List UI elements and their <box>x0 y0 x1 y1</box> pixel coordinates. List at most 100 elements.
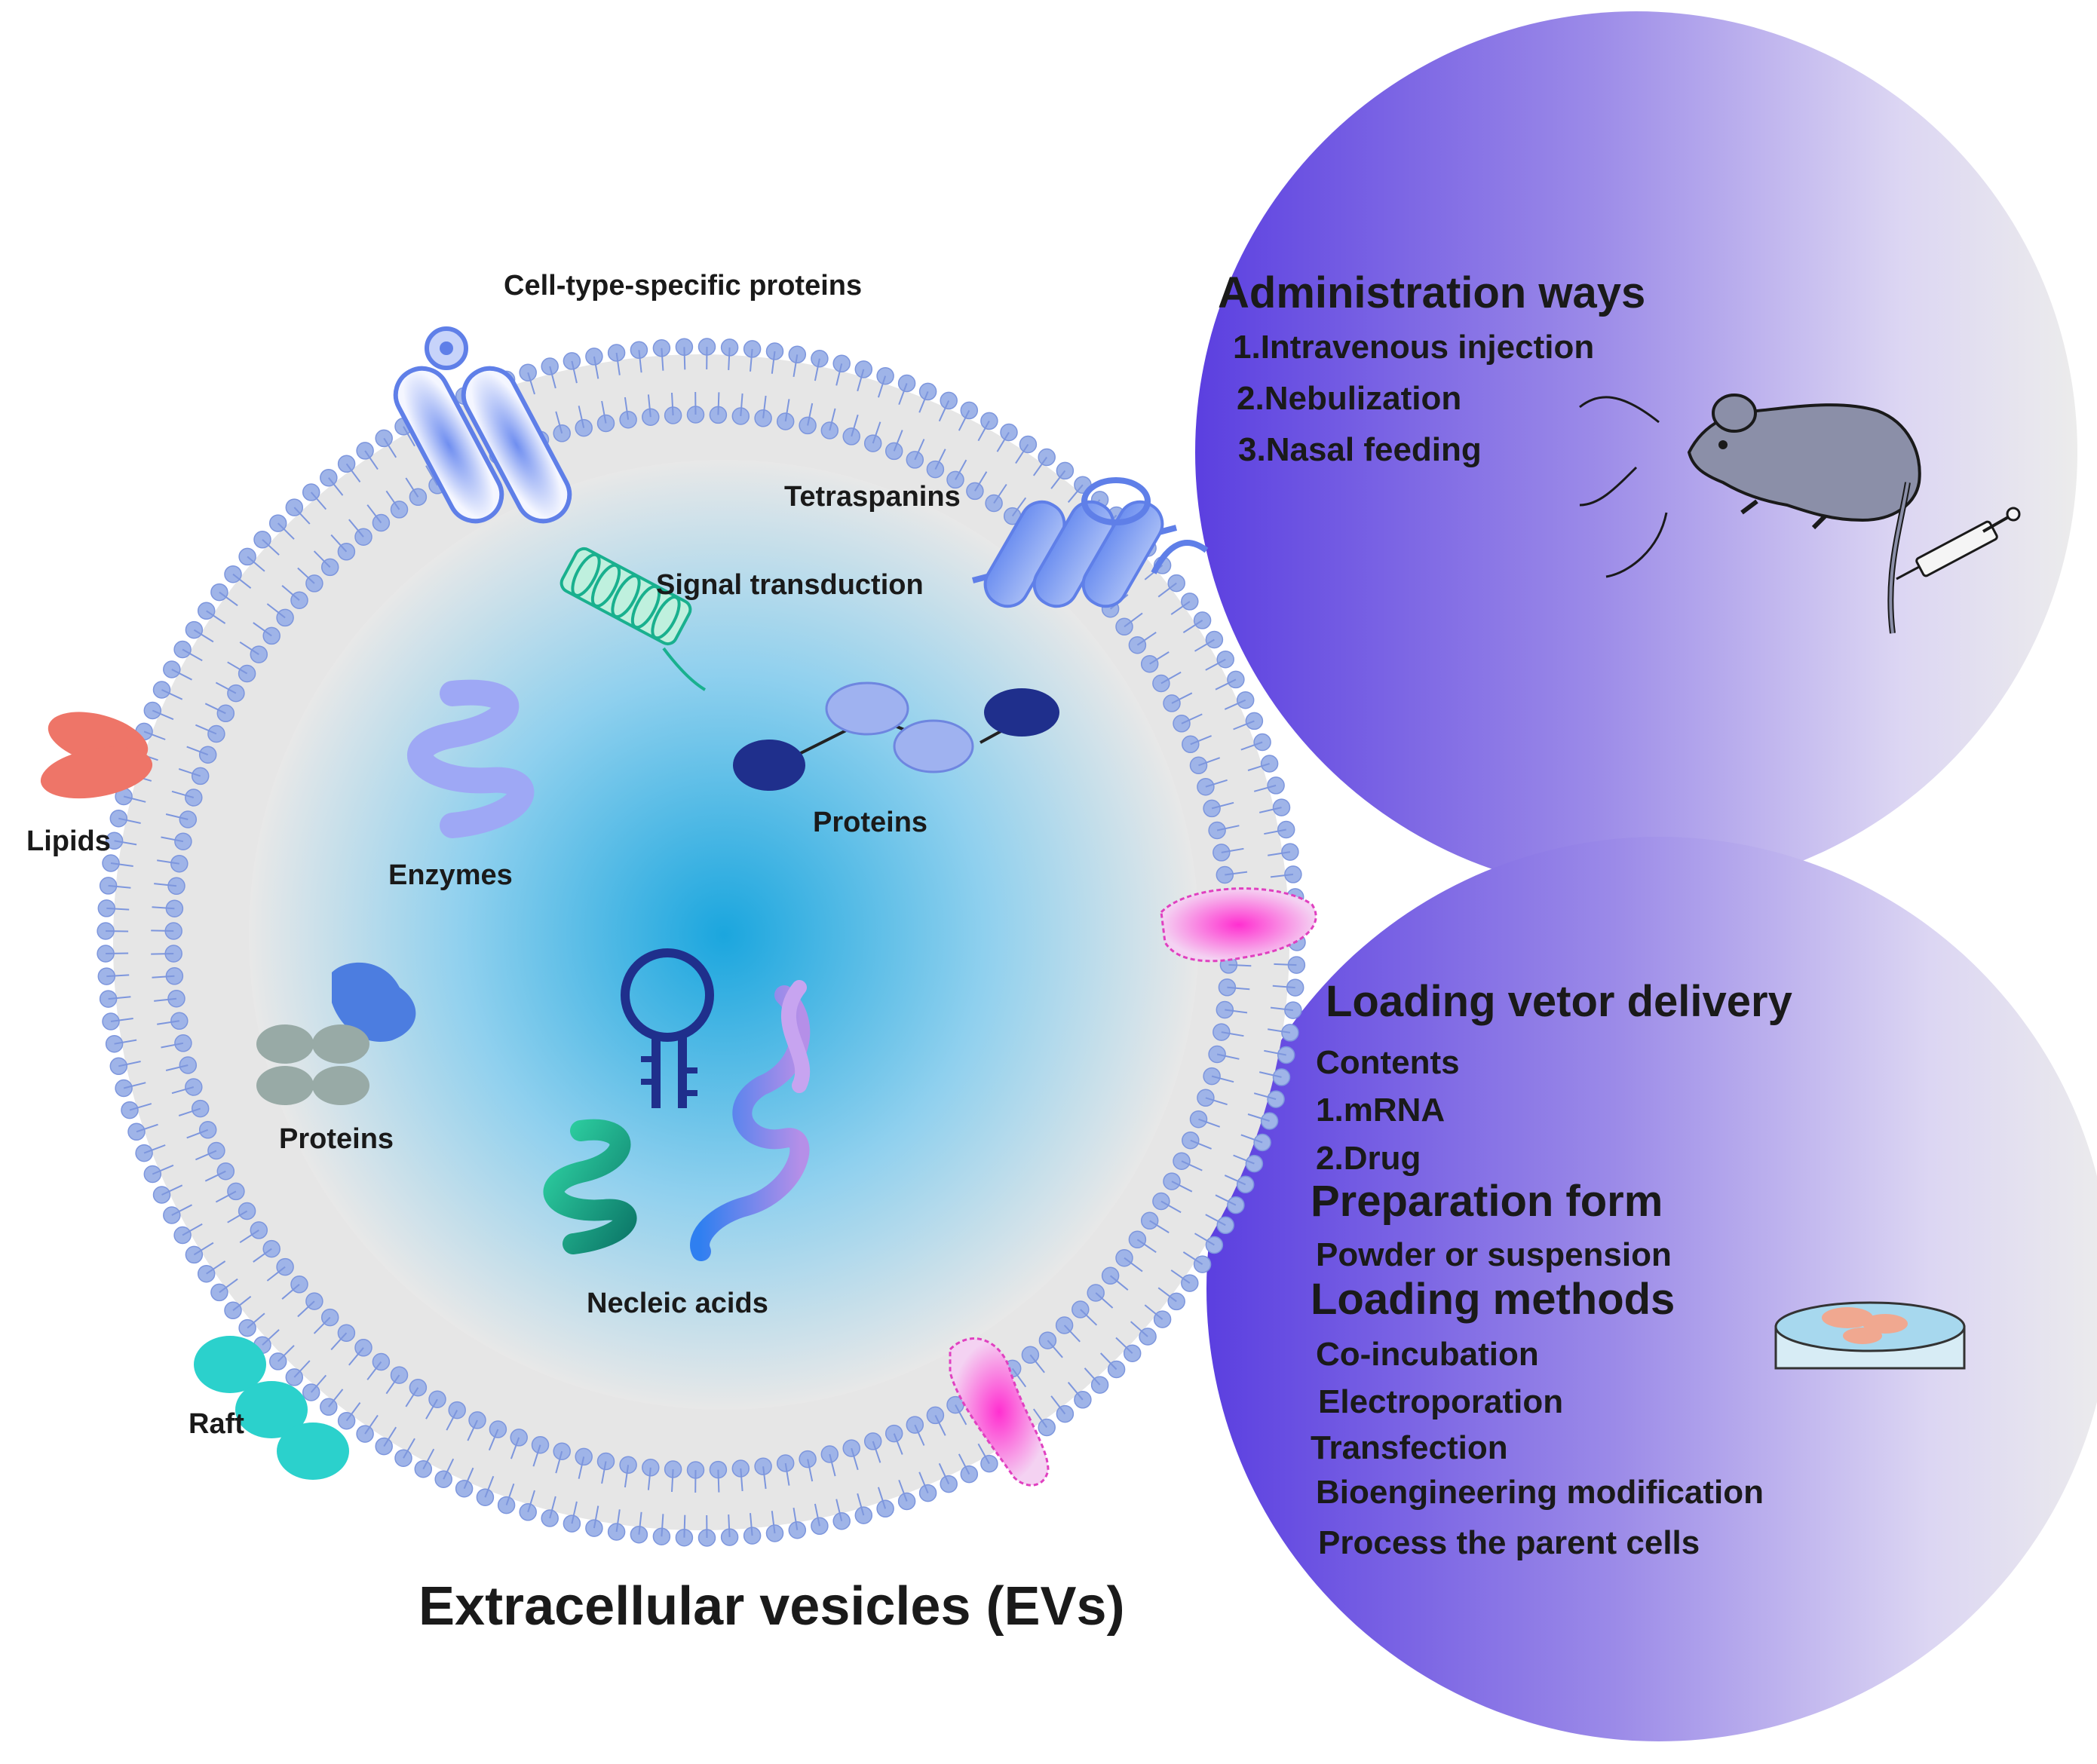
lipid-tail <box>671 1468 674 1493</box>
cell-type-specific-proteins-label: Cell-type-specific proteins <box>504 270 863 302</box>
lipid-head <box>372 513 391 532</box>
lipid-tail <box>527 1490 535 1513</box>
lipid-tail <box>1211 1075 1234 1083</box>
lipid-tail <box>1227 986 1250 991</box>
lipid-tail <box>1095 1292 1114 1309</box>
lipid-tail <box>974 471 988 492</box>
lipid-tail <box>918 391 929 413</box>
lipid-tail <box>877 1487 887 1509</box>
preparation-heading: Preparation form <box>1311 1177 1663 1226</box>
lipid-tail <box>807 1459 814 1482</box>
lipid-tail <box>898 383 908 406</box>
lipid-tail <box>814 358 820 381</box>
method-item-4: Bioengineering modification <box>1316 1474 1764 1511</box>
lipid-tail <box>1211 801 1234 810</box>
lipid-tail <box>993 483 1007 504</box>
lipid-tail <box>893 430 903 452</box>
lipid-tail <box>977 420 990 442</box>
lipid-tail <box>1029 1354 1045 1374</box>
lipid-tail <box>193 1242 214 1256</box>
lipid-tail <box>193 629 214 643</box>
lipid-tail <box>1233 1154 1255 1165</box>
lipid-tail <box>219 591 238 607</box>
lipid-tail <box>851 414 859 437</box>
lipid-tail <box>877 375 887 398</box>
lipid-tail <box>463 1467 474 1490</box>
lipid-tail <box>784 1462 790 1486</box>
lipid-tail <box>793 1507 799 1530</box>
lipid-tail <box>118 1061 141 1067</box>
lipid-tail <box>762 1466 767 1490</box>
raft-label: Raft <box>189 1408 244 1440</box>
lipid-tail <box>1268 1028 1291 1034</box>
lipid-tail <box>161 689 183 700</box>
lipids-icon <box>40 712 153 799</box>
lipid-tail <box>123 1082 146 1089</box>
enzymes-label: Enzymes <box>388 859 513 891</box>
lipid-tail <box>647 1467 651 1490</box>
lipid-tail <box>232 1296 252 1312</box>
lipid-tail <box>488 1429 499 1451</box>
lipid-tail <box>219 1278 238 1294</box>
administration-item-2: 2.Nebulization <box>1237 380 1462 417</box>
lipid-tail <box>215 1190 237 1203</box>
lipid-tail <box>914 439 925 461</box>
lipid-tail <box>110 862 133 867</box>
administration-item-3: 3.Nasal feeding <box>1238 431 1482 468</box>
lipid-tail <box>266 1266 286 1282</box>
lipid-tail <box>171 1204 192 1216</box>
lipid-tail <box>728 347 731 370</box>
lipid-tail <box>661 1514 664 1537</box>
lipid-tail <box>750 1513 753 1536</box>
lipid-tail <box>129 1103 152 1111</box>
lipid-tail <box>857 369 865 392</box>
lipid-tail <box>1225 1009 1248 1014</box>
lipid-tail <box>898 1479 908 1502</box>
lipid-tail <box>108 996 131 1000</box>
lipid-tail <box>366 504 382 524</box>
lipid-tail <box>549 1496 556 1519</box>
lipid-tail <box>1205 1097 1228 1106</box>
lipid-tail <box>1198 757 1221 767</box>
lipid-tail <box>364 1414 379 1435</box>
lipid-tail <box>227 1210 248 1223</box>
proteins-label-left: Proteins <box>279 1123 394 1155</box>
lipid-tail <box>527 372 535 395</box>
lipid-tail <box>186 746 209 756</box>
lipid-tail <box>1221 1031 1244 1037</box>
lipid-tail <box>154 997 177 1002</box>
lipid-tail <box>1181 1160 1203 1171</box>
lipid-tail <box>1160 1200 1182 1214</box>
lipid-tail <box>114 840 137 846</box>
lipids-label: Lipids <box>26 825 111 857</box>
lipid-tail <box>1205 658 1226 671</box>
lipid-tail <box>615 352 621 375</box>
lipid-tail <box>938 1462 950 1485</box>
lipid-tail <box>955 1404 967 1426</box>
lipid-tail <box>297 567 315 584</box>
lipid-tail <box>1216 1053 1240 1060</box>
lipid-tail <box>293 507 311 525</box>
lipid-tail <box>106 907 130 911</box>
protein-cluster-icon <box>256 962 416 1105</box>
lipid-tail <box>118 817 141 824</box>
lipid-tail <box>624 397 630 420</box>
lipid-tail <box>152 975 175 978</box>
lipid-tail <box>807 403 814 426</box>
lipid-tail <box>1170 601 1191 615</box>
lipid-tail <box>1170 1269 1191 1284</box>
lipid-tail <box>717 1469 720 1493</box>
lipid-tail <box>253 1248 272 1263</box>
lipid-tail <box>281 585 300 601</box>
lipid-tail <box>661 348 664 371</box>
lipid-tail <box>593 1505 599 1529</box>
lipid-tail <box>1268 851 1291 856</box>
lipid-tail <box>293 1360 311 1378</box>
lipid-tail <box>1149 1220 1170 1233</box>
administration-title: Administration ways <box>1218 268 1646 317</box>
lipid-tail <box>762 395 767 418</box>
lipid-tail <box>1224 1174 1246 1186</box>
lipid-tail <box>195 1150 217 1161</box>
lipid-tail <box>152 906 175 910</box>
lipid-tail <box>1032 1408 1048 1429</box>
